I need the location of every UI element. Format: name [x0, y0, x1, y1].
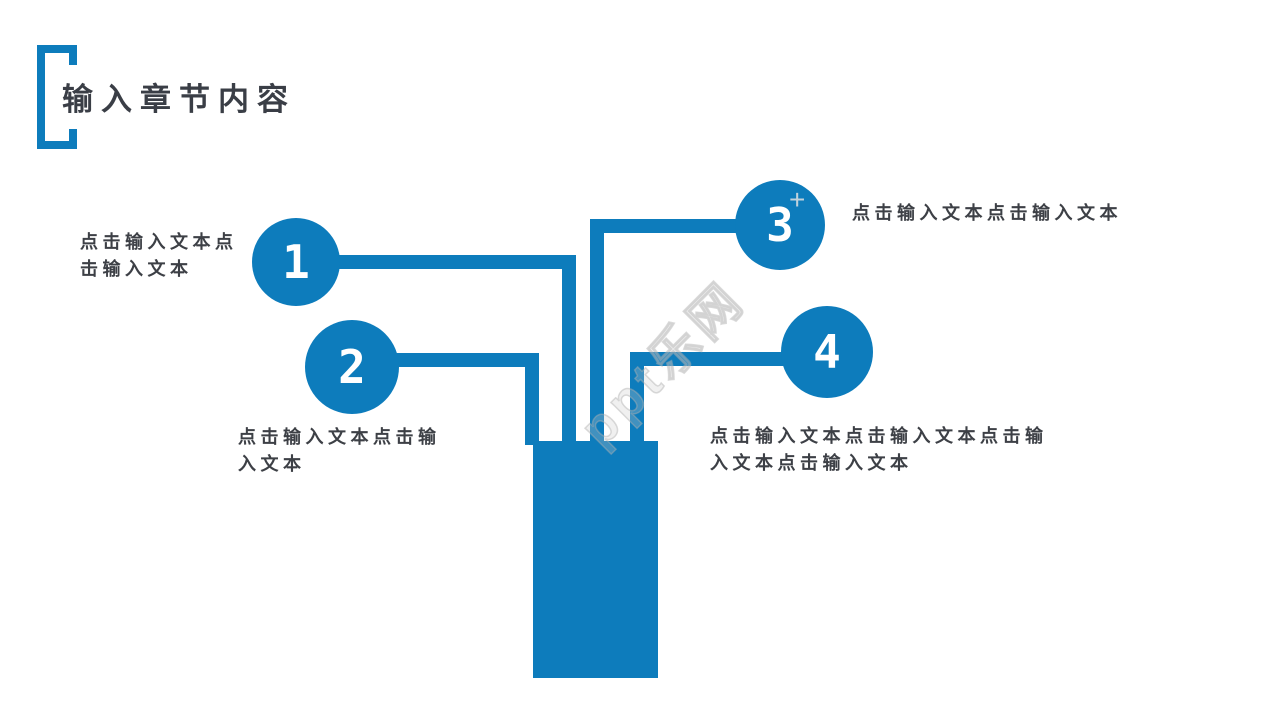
trunk-rectangle [533, 441, 658, 678]
connector-node1-horizontal [296, 255, 576, 269]
connector-node3-vertical [590, 219, 604, 445]
node-number-1: 1 [282, 235, 310, 289]
node-label-2-line-2: 入文本 [238, 454, 306, 474]
node-label-4-line-1: 点击输入文本点击输入文本点击输 [710, 426, 1048, 446]
node-label-2[interactable]: 点击输入文本点击输 入文本 [238, 424, 441, 478]
node-number-4: 4 [813, 325, 841, 379]
node-label-1-line-2: 击输入文本 [80, 259, 193, 279]
node-label-4[interactable]: 点击输入文本点击输入文本点击输 入文本点击输入文本 [710, 423, 1048, 477]
slide-title[interactable]: 输入章节内容 [62, 82, 296, 117]
node-label-3-line-1: 点击输入文本点击输入文本 [852, 203, 1122, 223]
node-number-2: 2 [338, 340, 366, 394]
node-label-2-line-1: 点击输入文本点击输 [238, 427, 441, 447]
node-circle-3: 3 [735, 180, 825, 270]
connector-node1-vertical [562, 255, 576, 445]
connector-node3-horizontal [590, 219, 780, 233]
connector-node2-vertical [525, 353, 539, 445]
node-circle-2: 2 [305, 320, 399, 414]
node-label-1-line-1: 点击输入文本点 [80, 232, 238, 252]
node-number-3: 3 [766, 198, 794, 252]
node-label-3[interactable]: 点击输入文本点击输入文本 [852, 200, 1122, 227]
connector-node4-vertical [630, 352, 644, 445]
title-bracket-icon [37, 45, 77, 149]
node-label-4-line-2: 入文本点击输入文本 [710, 453, 913, 473]
node-label-1[interactable]: 点击输入文本点 击输入文本 [80, 229, 238, 283]
node-circle-4: 4 [781, 306, 873, 398]
node-circle-1: 1 [252, 218, 340, 306]
